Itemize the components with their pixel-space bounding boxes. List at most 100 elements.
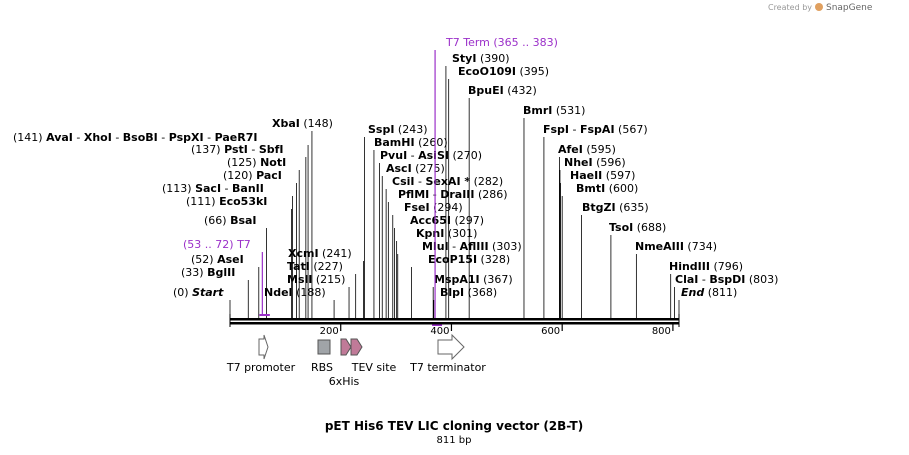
site-position: (688) <box>633 221 666 234</box>
enzyme-name-kpni: KpnI <box>416 227 444 240</box>
ruler-tick-label: 200 <box>320 326 339 337</box>
enzyme-name-ecop15i: EcoP15I <box>428 253 477 266</box>
primer-mark-t7 <box>259 314 270 316</box>
enzyme-name-saci: SacI <box>195 182 221 195</box>
site-label-start: (0) Start <box>173 286 224 299</box>
site-position: (531) <box>552 104 585 117</box>
tev-site-arrow <box>350 338 363 356</box>
feature-label-6xhis: 6xHis <box>329 375 360 388</box>
site-label-asci: AscI (275) <box>386 162 445 175</box>
enzyme-name-bglii: BglII <box>207 266 235 279</box>
enzyme-name-noti: NotI <box>260 156 286 169</box>
site-position: (635) <box>616 201 649 214</box>
site-position: (227) <box>310 260 343 273</box>
site-position: (595) <box>583 143 616 156</box>
ruler-tick-label: 600 <box>541 326 560 337</box>
primer-features: T7 Term (365 .. 383)(53 .. 72) T7 <box>183 36 558 326</box>
site-label-sspi: SspI (243) <box>368 123 428 136</box>
enzyme-name-blpi: BlpI <box>440 286 464 299</box>
enzyme-name-avai: AvaI <box>46 131 73 144</box>
site-label-bpuei: BpuEI (432) <box>468 84 537 97</box>
site-position: (0) <box>173 286 192 299</box>
site-position: (243) <box>394 123 427 136</box>
his-tag-arrow <box>340 338 352 356</box>
enzyme-name-afei: AfeI <box>558 143 583 156</box>
site-separator: - <box>158 131 169 144</box>
site-position: (141) <box>13 131 46 144</box>
site-separator: - <box>112 131 123 144</box>
site-position: (567) <box>615 123 648 136</box>
site-position: (66) <box>204 214 230 227</box>
site-position: (432) <box>504 84 537 97</box>
site-label-bmri: BmrI (531) <box>523 104 585 117</box>
site-position: (597) <box>602 169 635 182</box>
enzyme-name-tati: TatI <box>287 260 310 273</box>
site-label-tati: TatI (227) <box>287 260 343 273</box>
enzyme-name-ndei: NdeI <box>264 286 293 299</box>
site-label-xbai: XbaI (148) <box>272 117 333 130</box>
primer-name: T7 <box>236 238 251 251</box>
site-separator: - <box>407 149 418 162</box>
site-label-styi: StyI (390) <box>452 52 510 65</box>
enzyme-name-draiii: DraIII <box>440 188 474 201</box>
site-separator: - <box>73 131 84 144</box>
enzyme-name-fspai: FspAI <box>580 123 615 136</box>
enzyme-name-bsobi: BsoBI <box>123 131 158 144</box>
site-label-ecop15i: EcoP15I (328) <box>428 253 510 266</box>
enzyme-name-end: End <box>681 286 704 299</box>
site-label-asei: (52) AseI <box>191 253 244 266</box>
primer-mark-t7-term <box>432 324 443 326</box>
enzyme-name-start: Start <box>192 286 224 299</box>
site-position: (286) <box>475 188 508 201</box>
site-label-xcmi: XcmI (241) <box>288 247 352 260</box>
site-label-clai: ClaI - BspDI (803) <box>675 273 778 286</box>
enzyme-name-acc65i: Acc65I <box>410 214 451 227</box>
enzyme-name-xcmi: XcmI <box>288 247 319 260</box>
site-label-psti: (137) PstI - SbfI <box>191 143 284 156</box>
site-position: (796) <box>710 260 743 273</box>
enzyme-name-asei: AseI <box>217 253 244 266</box>
site-label-ecoo109i: EcoO109I (395) <box>458 65 549 78</box>
site-position: (111) <box>186 195 219 208</box>
snapgene-brand: SnapGene <box>826 3 873 13</box>
t7-terminator-arrow <box>437 333 465 361</box>
site-position: (148) <box>300 117 333 130</box>
site-label-ndei: NdeI (188) <box>264 286 326 299</box>
enzyme-name-csii: CsiI <box>392 175 414 188</box>
enzyme-name-btgzi: BtgZI <box>582 201 616 214</box>
ruler-tick-label: 800 <box>652 326 671 337</box>
site-label-tsoi: TsoI (688) <box>609 221 666 234</box>
site-position: (734) <box>684 240 717 253</box>
site-position: (282) <box>470 175 503 188</box>
site-label-end: End (811) <box>681 286 737 299</box>
enzyme-name-xbai: XbaI <box>272 117 300 130</box>
enzyme-name-hindiii: HindIII <box>669 260 710 273</box>
enzyme-name-bpuei: BpuEI <box>468 84 504 97</box>
site-position: (328) <box>477 253 510 266</box>
snapgene-logo-icon <box>815 3 823 11</box>
site-separator: - <box>414 175 425 188</box>
enzyme-name-pspxi: PspXI <box>169 131 204 144</box>
site-label-avai: (141) AvaI - XhoI - BsoBI - PspXI - PaeR… <box>13 131 257 144</box>
site-label-nhei: NheI (596) <box>564 156 626 169</box>
site-position: (270) <box>449 149 482 162</box>
enzyme-name-styi: StyI <box>452 52 476 65</box>
enzyme-name-banii: BanII <box>232 182 264 195</box>
site-label-mspa1i: MspA1I (367) <box>434 273 513 286</box>
site-label-btgzi: BtgZI (635) <box>582 201 649 214</box>
enzyme-name-msli: MslI <box>287 273 312 286</box>
site-label-paci: (120) PacI <box>223 169 282 182</box>
site-position: (803) <box>745 273 778 286</box>
site-position: (188) <box>293 286 326 299</box>
site-labels: (141) AvaI - XhoI - BsoBI - PspXI - PaeR… <box>13 52 778 299</box>
site-position: (811) <box>704 286 737 299</box>
enzyme-name-paci: PacI <box>256 169 282 182</box>
enzyme-name-bmti: BmtI <box>576 182 605 195</box>
site-position: (120) <box>223 169 256 182</box>
site-position: (125) <box>227 156 260 169</box>
site-position: (368) <box>464 286 497 299</box>
enzyme-name-xhoi: XhoI <box>84 131 112 144</box>
site-label-pvui: PvuI - AsiSI (270) <box>380 149 482 162</box>
